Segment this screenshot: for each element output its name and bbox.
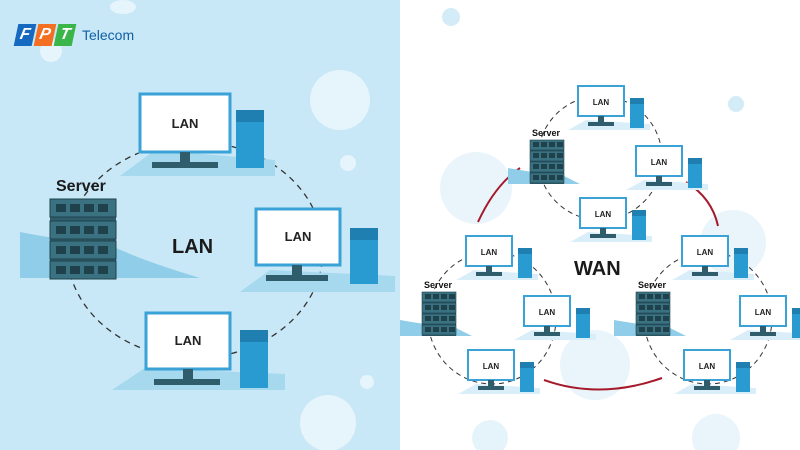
computer-icon: LAN — [456, 235, 538, 280]
decor-bubble — [360, 375, 374, 389]
computer-icon — [240, 207, 395, 292]
server-label: Server — [638, 280, 667, 290]
server-icon — [49, 198, 117, 280]
computer-icon: LAN — [570, 197, 652, 242]
server-label: Server — [532, 128, 561, 138]
computer-label: LAN — [175, 333, 202, 348]
decor-bubble — [692, 414, 740, 450]
computer-icon — [120, 92, 275, 176]
computer-icon: LAN — [674, 349, 756, 394]
decor-bubble — [110, 0, 136, 14]
computer-icon: LAN — [730, 295, 800, 340]
computer-label: LAN — [172, 116, 199, 131]
fpt-telecom-logo: F P T Telecom — [13, 24, 135, 46]
decor-bubble — [472, 420, 508, 450]
server-icon: Server — [508, 128, 580, 184]
computer-icon: LAN — [672, 235, 754, 280]
server-label: Server — [56, 178, 106, 195]
decor-bubble — [340, 155, 356, 171]
computer-label: LAN — [697, 248, 714, 257]
decor-bubble — [310, 70, 370, 130]
server-label: Server — [424, 280, 453, 290]
decor-bubble — [442, 8, 460, 26]
computer-label: LAN — [595, 210, 612, 219]
computer-label: LAN — [593, 98, 610, 107]
server-icon: Server — [614, 280, 686, 336]
computer-icon: LAN — [458, 349, 540, 394]
lan-title: LAN — [172, 236, 214, 258]
computer-icon: LAN — [568, 85, 650, 130]
computer-label: LAN — [699, 362, 716, 371]
wan-title: WAN — [574, 258, 621, 280]
lan-panel: F P T Telecom — [0, 0, 400, 450]
lan-diagram: LAN LAN LAN — [20, 92, 395, 390]
server-icon: Server — [400, 280, 472, 336]
computer-label: LAN — [539, 308, 556, 317]
computer-label: LAN — [481, 248, 498, 257]
computer-label: LAN — [483, 362, 500, 371]
computer-label: LAN — [755, 308, 772, 317]
wan-link — [543, 377, 663, 391]
decor-bubble — [440, 152, 512, 224]
wan-nodes: ServerLANLANLANServerLANLANLANServerLANL… — [400, 85, 800, 394]
computer-label: LAN — [285, 229, 312, 244]
decor-bubble — [728, 96, 744, 112]
computer-icon: LAN — [514, 295, 596, 340]
decor-bubble — [300, 395, 356, 450]
brand-name: Telecom — [82, 27, 135, 43]
computer-label: LAN — [651, 158, 668, 167]
computer-icon — [112, 311, 285, 390]
computer-icon: LAN — [626, 145, 708, 190]
